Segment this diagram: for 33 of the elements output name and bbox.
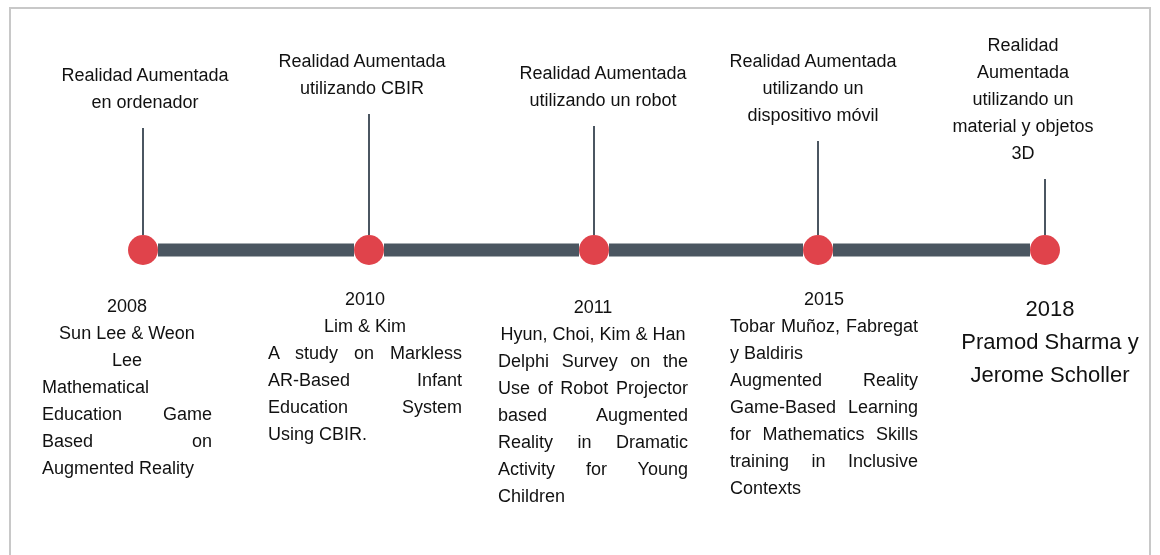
paper-title: Delphi Survey on the Use of Robot Projector based Augmented Reality in Dramatic Activity for Young Children: [498, 350, 688, 508]
timeline-bar: [833, 243, 1030, 257]
timeline-dot: [579, 235, 609, 265]
timeline-bar: [158, 243, 354, 257]
year-label: 2011: [572, 296, 614, 319]
milestone-label: Realidad Aumentada en ordenador: [60, 62, 230, 116]
authors-text: Pramod Sharma y Jerome Scholler: [960, 328, 1140, 389]
year-label: 2015: [802, 288, 845, 311]
paper-title: Augmented Reality Game-Based Learning for Mathematics Skills training in Inclusive Contexts: [730, 369, 918, 500]
leader-line: [368, 113, 370, 236]
paper-title: A study on Markless AR-Based Infant Education System Using CBIR.: [268, 342, 462, 446]
milestone-label: Realidad Aumentada utilizando un robot: [518, 60, 688, 114]
timeline-bar: [609, 243, 803, 257]
timeline-bar: [384, 243, 579, 257]
authors-text: Tobar Muñoz, Fabregat y Baldiris: [730, 315, 918, 365]
year-label: 2008: [105, 295, 148, 318]
authors-text: Hyun, Choi, Kim & Han: [499, 323, 687, 346]
milestone-label: Realidad Aumentada utilizando un dispositivo móvil: [723, 48, 903, 129]
authors-text: Sun Lee & Weon Lee: [58, 322, 196, 372]
paper-title: Mathematical Education Game Based on Augmented Reality: [42, 376, 212, 480]
year-label: 2018: [1024, 295, 1076, 323]
timeline-dot: [128, 235, 158, 265]
milestone-label: Realidad Aumentada utilizando un material y objetos 3D: [948, 32, 1098, 167]
year-label: 2010: [343, 288, 386, 311]
leader-line: [1044, 178, 1046, 236]
leader-line: [817, 140, 819, 236]
leader-line: [593, 125, 595, 236]
timeline-dot: [1030, 235, 1060, 265]
leader-line: [142, 127, 144, 236]
milestone-label: Realidad Aumentada utilizando CBIR: [277, 48, 447, 102]
timeline-dot: [354, 235, 384, 265]
authors-text: Lim & Kim: [323, 315, 407, 338]
timeline-dot: [803, 235, 833, 265]
